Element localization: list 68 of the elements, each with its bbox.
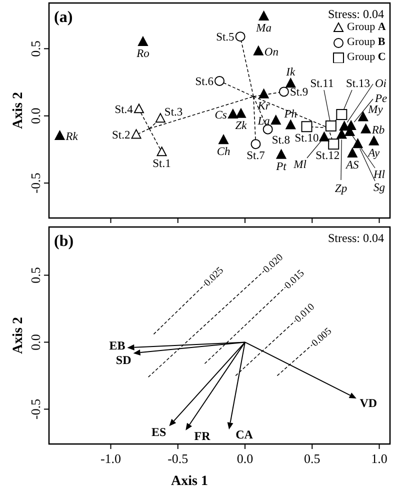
point: [227, 422, 234, 430]
point-label: Ph: [284, 108, 298, 120]
point-label: St.7: [246, 150, 265, 162]
point-label: St.8: [272, 134, 290, 146]
point-label: Ma: [256, 22, 272, 34]
point-label: Oi: [375, 78, 386, 90]
point: [133, 350, 141, 356]
point-label: CA: [236, 428, 253, 442]
tick-label: 0.5: [28, 267, 43, 284]
point-label: St.5: [216, 32, 234, 44]
axis-title: Axis 2: [11, 317, 26, 354]
point-label: Ro: [136, 48, 150, 60]
point-label: Rb: [372, 124, 385, 136]
point-label: Sg: [374, 182, 385, 194]
stress-label: Stress: 0.04: [328, 7, 384, 21]
point-label: La: [258, 116, 270, 128]
point-label: Pt: [276, 160, 286, 173]
point-label: Pe: [375, 93, 388, 105]
tick-label: -0.5: [28, 398, 43, 420]
tick-label: 0.0: [28, 108, 43, 124]
point-label: SD: [116, 352, 132, 367]
point-label: St.13: [346, 78, 370, 90]
point-label: St.10: [294, 132, 319, 145]
tick-label: 0.0: [28, 334, 43, 350]
point: [348, 392, 356, 398]
legend-label: Group C: [347, 51, 386, 64]
point-label: St.1: [152, 158, 171, 170]
legend-label: Group B: [347, 36, 386, 49]
point-label: Ik: [286, 66, 296, 79]
point-label: VD: [360, 396, 378, 410]
point-label: Cs: [214, 110, 227, 122]
tick-label: -1.0: [100, 451, 122, 466]
tick-label: -0.5: [28, 172, 43, 194]
point-label: On: [264, 46, 278, 58]
tick-label: 0.0: [236, 451, 254, 466]
point-label: Ml: [294, 159, 306, 171]
point-label: St.11: [310, 78, 334, 90]
tick-label: 0.5: [28, 40, 43, 57]
point-label: St.2: [112, 130, 130, 142]
axis-title: Axis 1: [171, 474, 208, 489]
point-label: FR: [194, 428, 210, 443]
legend-label: Group A: [347, 21, 386, 34]
tick-label: -0.5: [168, 451, 188, 466]
axis-title: Axis 2: [11, 92, 26, 129]
panel-label: (a): [54, 9, 73, 26]
point-label: St.12: [316, 150, 340, 162]
tick-label: 0.5: [304, 451, 320, 466]
point-label: St.6: [195, 76, 214, 88]
point: [186, 422, 192, 430]
point-label: Hl: [374, 169, 385, 181]
point-label: St.4: [114, 104, 133, 116]
point-label: St.9: [290, 86, 308, 99]
stress-label: Stress: 0.04: [328, 231, 384, 245]
point-label: Ay: [368, 147, 380, 160]
point: [169, 418, 176, 426]
point-label: ES: [151, 424, 166, 439]
point-label: My: [368, 104, 383, 116]
point-label: St.3: [164, 106, 183, 119]
point-label: Kr: [258, 100, 270, 112]
panel-label: (b): [54, 233, 74, 250]
point-label: Ch: [216, 146, 230, 158]
point-label: Rk: [66, 131, 78, 144]
point-label: EB: [109, 338, 126, 353]
tick-label: 1.0: [371, 451, 388, 466]
point-label: Zk: [235, 120, 247, 132]
point-label: Zp: [334, 183, 348, 195]
point: [127, 344, 134, 350]
point-label: AS: [346, 160, 359, 172]
